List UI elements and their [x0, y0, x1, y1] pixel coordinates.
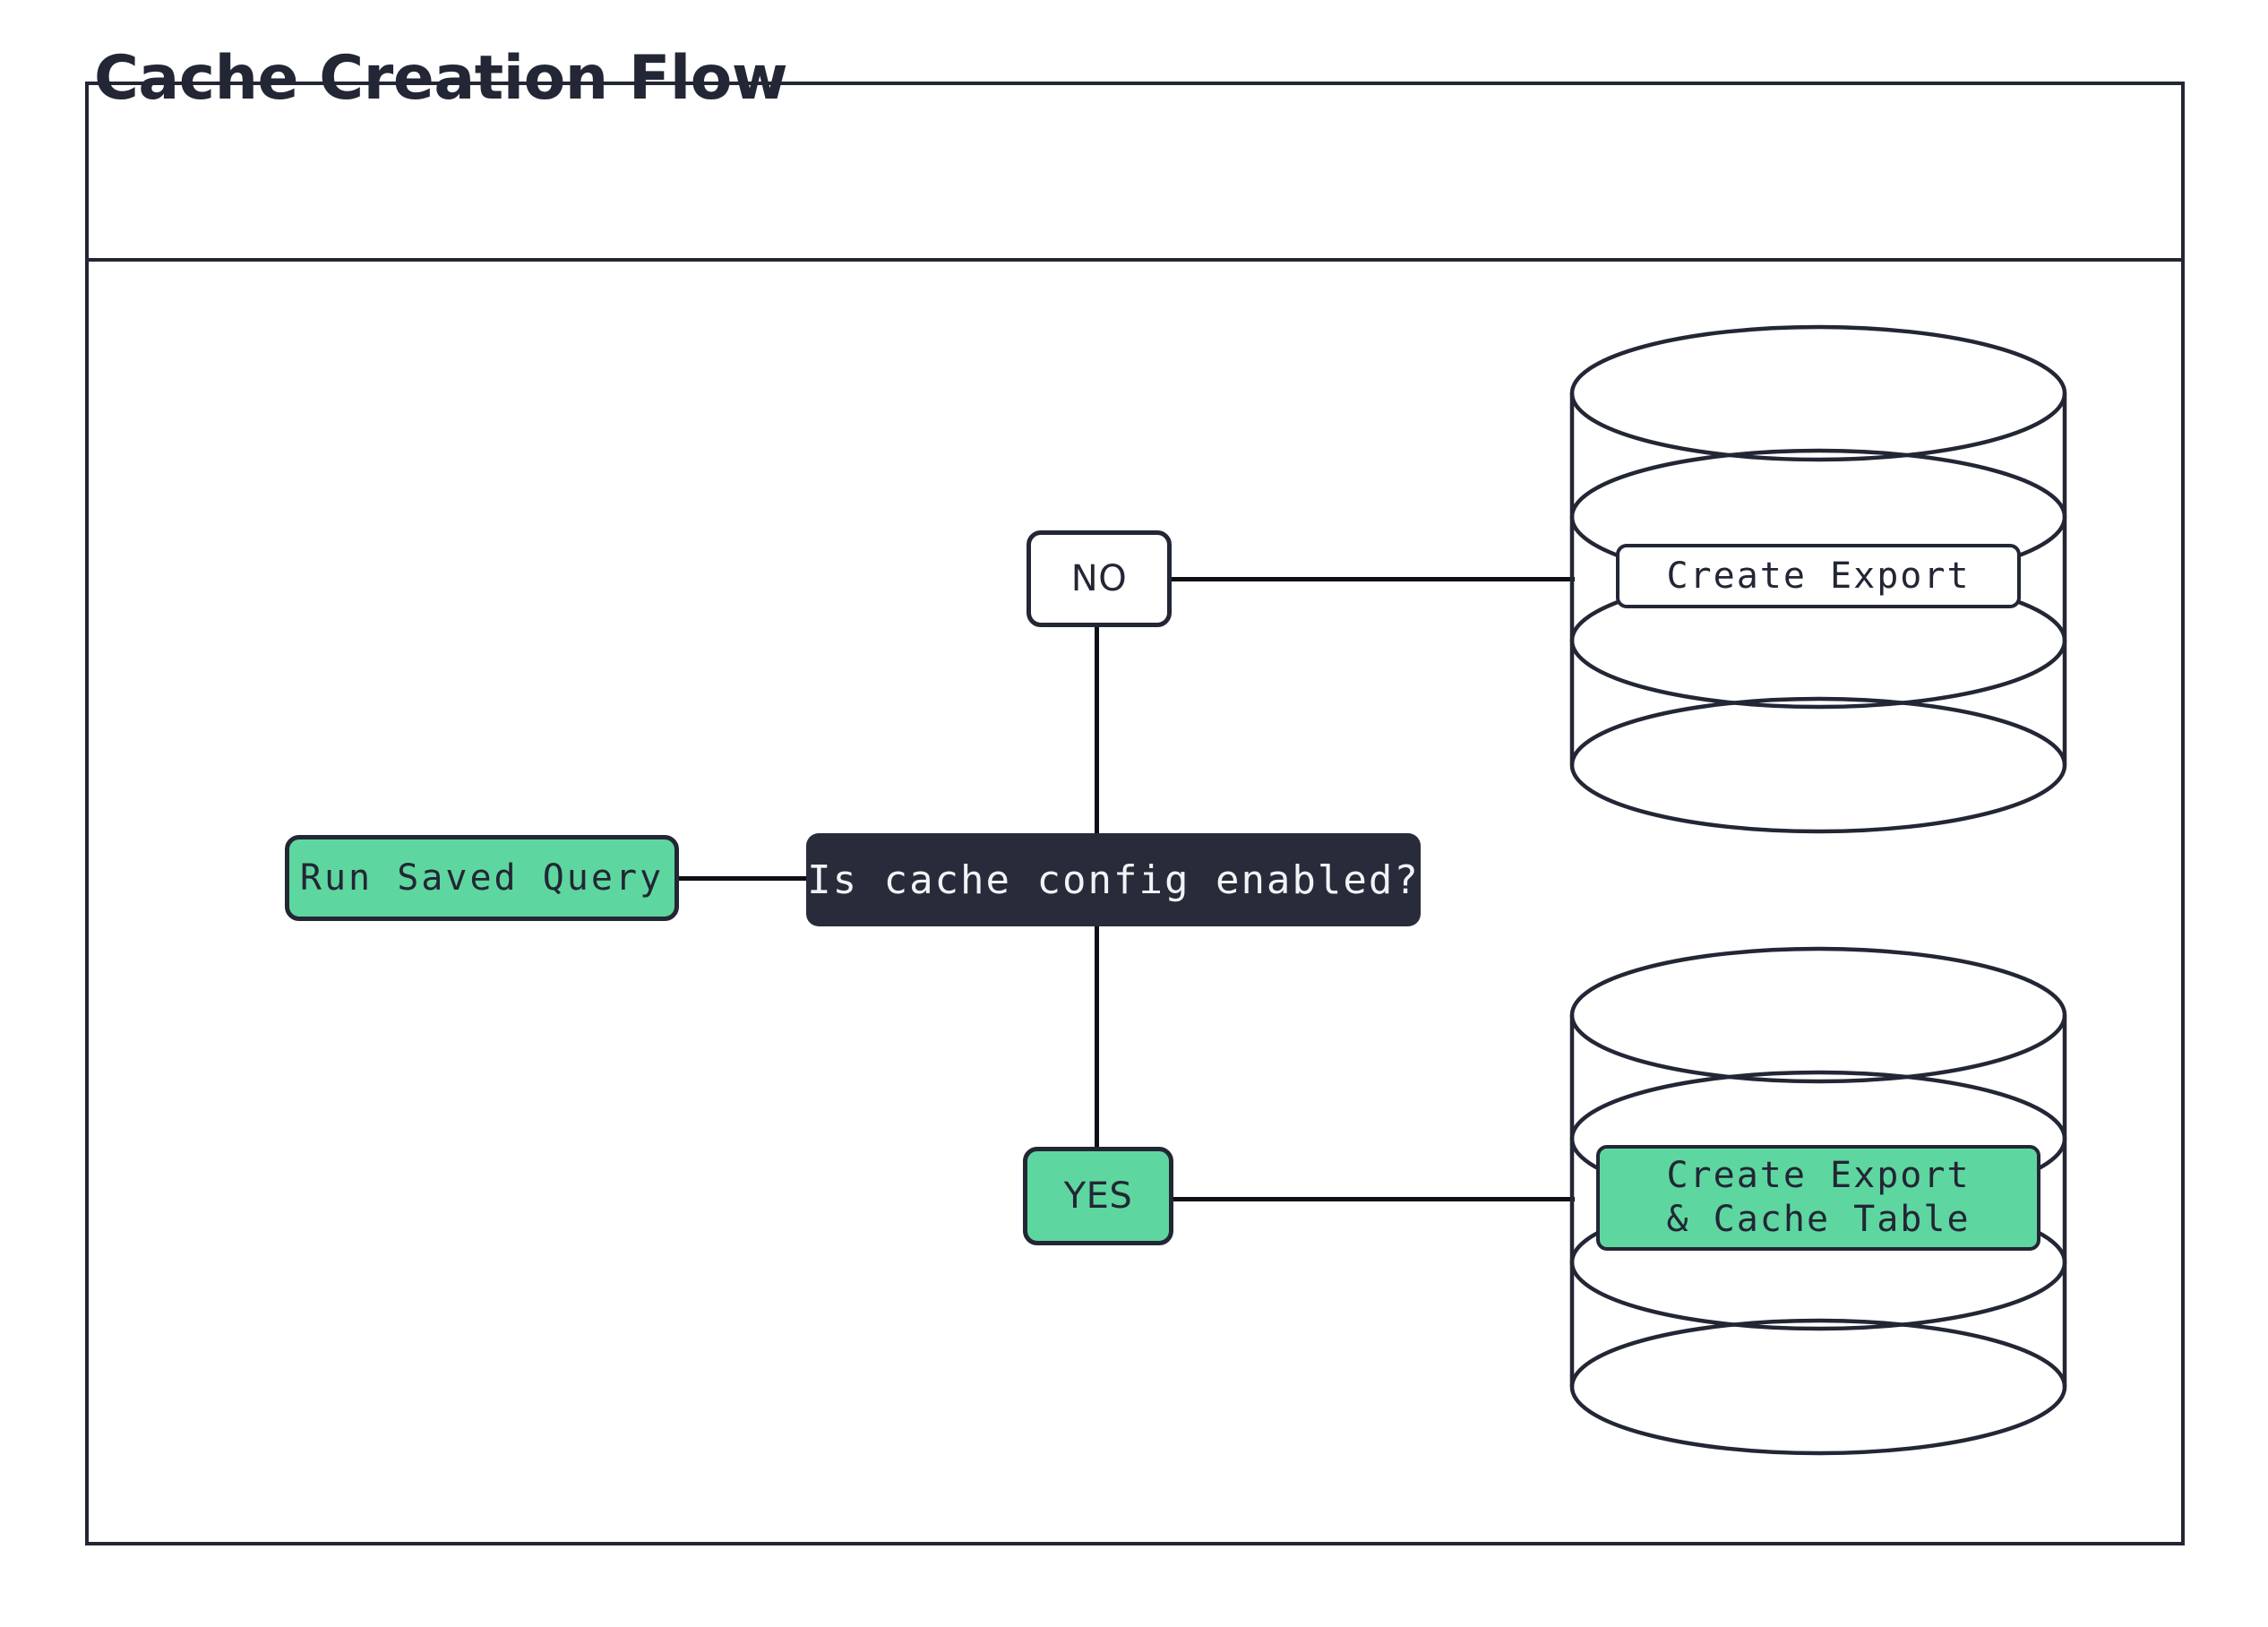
node-run-saved-query-label: Run Saved Query	[299, 857, 665, 899]
node-branch-no[interactable]: NO	[1027, 530, 1172, 627]
node-branch-yes[interactable]: YES	[1023, 1147, 1173, 1245]
node-run-saved-query[interactable]: Run Saved Query	[285, 835, 679, 921]
node-decision-label: Is cache config enabled?	[807, 857, 1420, 903]
database-label-line-2: & Cache Table	[1666, 1199, 1971, 1240]
database-label-create-export-text: Create Export	[1666, 555, 1971, 597]
diagram-header	[89, 85, 2181, 262]
database-cylinder-create-export-cache-table[interactable]: Create Export & Cache Table	[1569, 946, 2067, 1457]
node-branch-no-label: NO	[1070, 558, 1128, 599]
edge-no-to-export-db	[1170, 577, 1575, 581]
database-label-create-export-cache-table: Create Export & Cache Table	[1596, 1145, 2040, 1251]
edge-yes-to-export-cache-db	[1172, 1197, 1575, 1201]
page-title: Cache Creation Flow	[94, 43, 788, 114]
edge-decision-to-yes	[1095, 925, 1099, 1148]
edge-decision-to-no	[1095, 625, 1099, 835]
database-label-create-export: Create Export	[1616, 544, 2021, 608]
database-cylinder-create-export[interactable]: Create Export	[1569, 324, 2067, 835]
database-label-line-1: Create Export	[1666, 1155, 1971, 1197]
node-is-cache-config-enabled[interactable]: Is cache config enabled?	[806, 833, 1421, 926]
edge-start-to-decision	[678, 876, 809, 881]
node-branch-yes-label: YES	[1063, 1175, 1133, 1217]
